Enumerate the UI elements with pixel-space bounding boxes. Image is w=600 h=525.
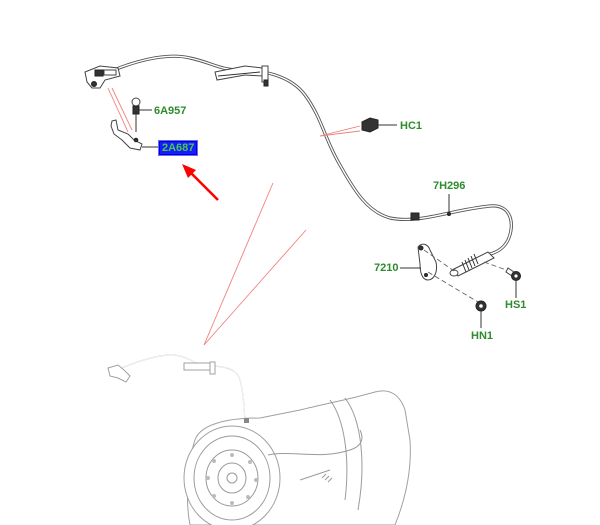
cable-sleeve: [214, 65, 269, 87]
lever-7210[interactable]: [400, 243, 437, 281]
cable-transmission-end[interactable]: [449, 251, 495, 277]
callout-hc1[interactable]: HC1: [400, 120, 423, 132]
callout-hs1[interactable]: HS1: [505, 299, 527, 311]
callout-hn1[interactable]: HN1: [471, 330, 494, 342]
highlight-arrow-icon: [182, 164, 219, 201]
transmission-overview: [107, 354, 411, 525]
reference-line: [107, 87, 129, 133]
callout-7210[interactable]: 7210: [374, 262, 399, 274]
assembly-line: [423, 249, 455, 272]
nut-hn1[interactable]: [475, 300, 487, 328]
bolt-6a957[interactable]: [131, 97, 152, 132]
callout-7h296[interactable]: 7H296: [433, 180, 466, 192]
clip-hc1[interactable]: [361, 117, 397, 133]
selector-cable[interactable]: [98, 54, 513, 256]
reference-line: [203, 182, 274, 346]
reference-line: [319, 130, 361, 137]
callout-6a957[interactable]: 6A957: [154, 105, 187, 117]
cable-shifter-end[interactable]: [84, 65, 121, 89]
reference-line: [203, 229, 307, 346]
screw-hs1[interactable]: [505, 267, 521, 298]
clip-7h296[interactable]: [410, 194, 451, 221]
bracket-2a687[interactable]: [110, 119, 159, 151]
reference-line: [111, 87, 133, 131]
assembly-line: [427, 271, 479, 303]
callout-2a687-selected[interactable]: 2A687: [157, 140, 199, 156]
reference-line: [319, 125, 361, 137]
